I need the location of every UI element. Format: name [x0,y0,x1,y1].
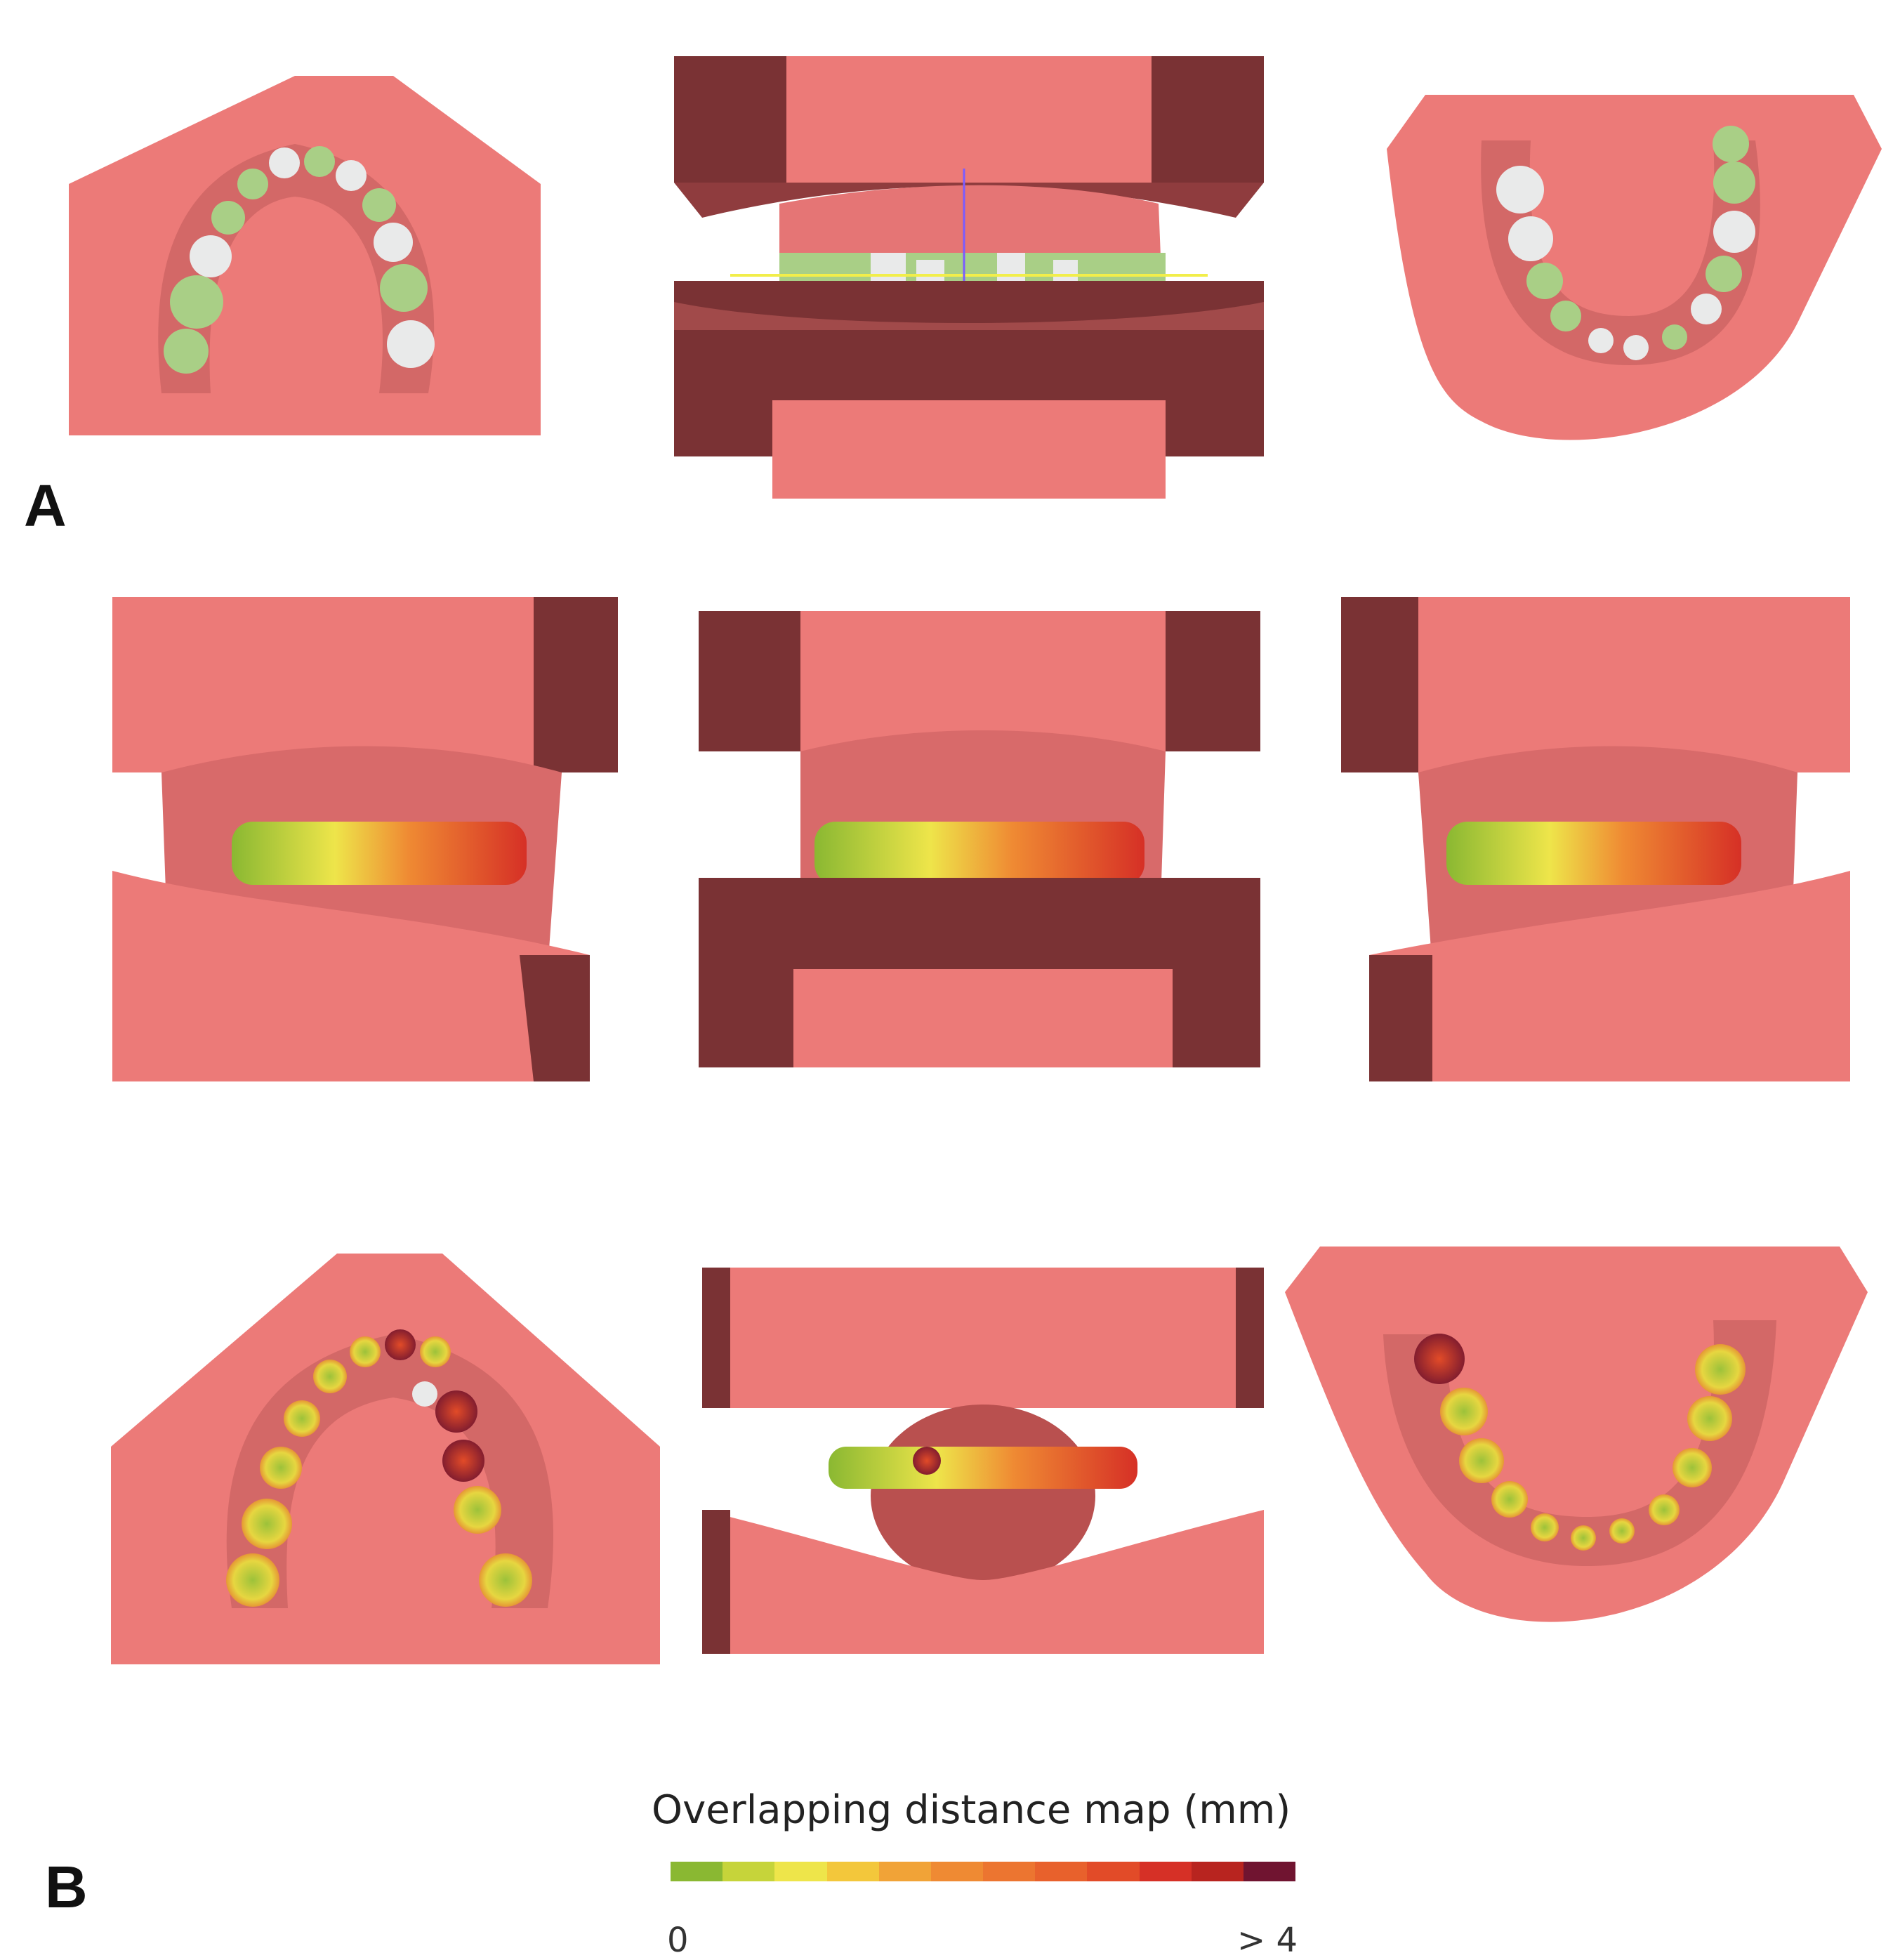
panel-label-a: A [24,473,67,539]
panel-b-right-lateral-view [112,597,618,1081]
panel-b-frontal-view [699,611,1260,1067]
legend-swatch [878,1862,931,1881]
panel-b-upper-occlusal-view [111,1254,660,1664]
legend-max-label: > 4 [1237,1921,1298,1960]
panel-label-b: B [45,1854,88,1920]
legend-swatch [774,1862,827,1881]
lower-teeth-heatmap [1414,1334,1746,1551]
panel-a-upper-occlusal-view [69,76,541,435]
panel-a-lower-occlusal-view [1387,95,1882,440]
legend-title: Overlapping distance map (mm) [652,1787,1291,1833]
legend-swatch [671,1862,723,1881]
legend-swatch [1191,1862,1243,1881]
legend-swatch [826,1862,879,1881]
legend-swatch [723,1862,775,1881]
legend-swatch [1087,1862,1140,1881]
legend-swatch [1243,1862,1296,1881]
legend-swatch [983,1862,1036,1881]
upper-teeth-green-white [164,146,435,374]
panel-b-lower-occlusal-view [1285,1247,1868,1622]
legend-color-bar [671,1862,1296,1881]
legend-swatch [930,1862,984,1881]
panel-b-posterior-view [702,1268,1264,1654]
legend-swatch [1139,1862,1192,1881]
lower-teeth-green-white [1496,126,1755,360]
panel-b-left-lateral-view [1341,597,1850,1081]
legend-min-label: 0 [667,1921,689,1960]
upper-teeth-heatmap [226,1329,532,1607]
legend-swatch [1035,1862,1088,1881]
panel-a-frontal-view [674,56,1264,499]
